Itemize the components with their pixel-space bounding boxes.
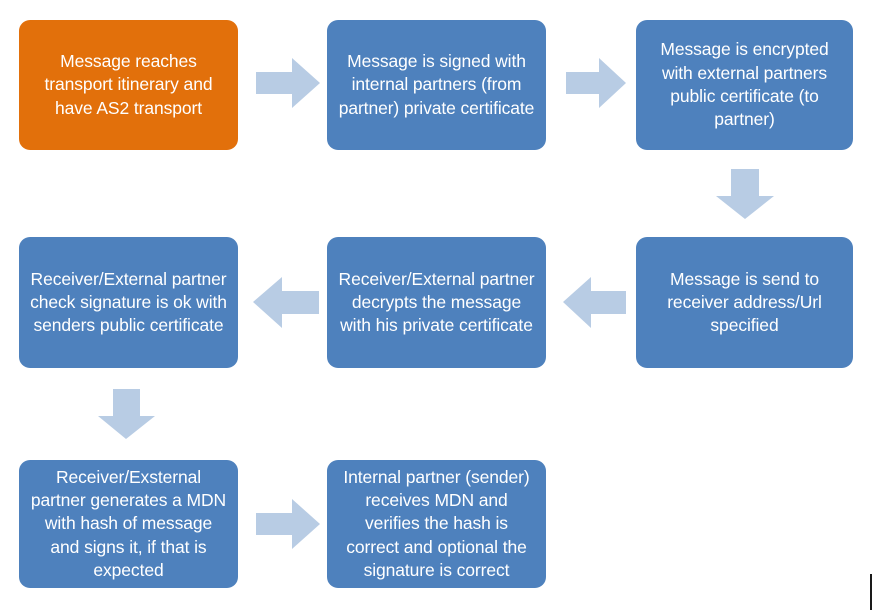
flow-node-label: Message is signed with internal partners… <box>338 51 535 118</box>
flow-node-decrypt[interactable]: Receiver/External partner decrypts the m… <box>327 237 546 368</box>
arrow-right-n2-n3 <box>566 57 626 109</box>
flow-node-sign[interactable]: Message is signed with internal partners… <box>327 20 546 150</box>
flow-node-generate-mdn[interactable]: Receiver/Exsternal partner generates a M… <box>19 460 238 588</box>
flow-node-label: Receiver/External partner check signatur… <box>30 268 227 336</box>
flow-node-label: Internal partner (sender) receives MDN a… <box>343 466 530 580</box>
arrow-down-n3-n4 <box>715 169 775 219</box>
flow-node-label: Message reaches transport itinerary and … <box>44 51 213 118</box>
flow-node-label: Message is send to receiver address/Url … <box>667 268 822 336</box>
flow-node-encrypt[interactable]: Message is encrypted with external partn… <box>636 20 853 150</box>
flow-node-label: Receiver/Exsternal partner generates a M… <box>30 466 227 580</box>
arrow-left-n5-n6 <box>253 276 319 329</box>
flow-node-label: Receiver/External partner decrypts the m… <box>338 268 535 336</box>
page-edge-marker <box>870 574 872 610</box>
flow-node-start[interactable]: Message reaches transport itinerary and … <box>19 20 238 150</box>
arrow-left-n4-n5 <box>563 276 626 329</box>
flow-node-label: Message is encrypted with external partn… <box>660 39 829 130</box>
arrow-right-n7-n8 <box>256 498 320 550</box>
flow-node-verify-mdn[interactable]: Internal partner (sender) receives MDN a… <box>327 460 546 588</box>
flow-node-check-signature[interactable]: Receiver/External partner check signatur… <box>19 237 238 368</box>
arrow-down-n6-n7 <box>97 389 156 439</box>
flow-node-send[interactable]: Message is send to receiver address/Url … <box>636 237 853 368</box>
arrow-right-n1-n2 <box>256 57 320 109</box>
